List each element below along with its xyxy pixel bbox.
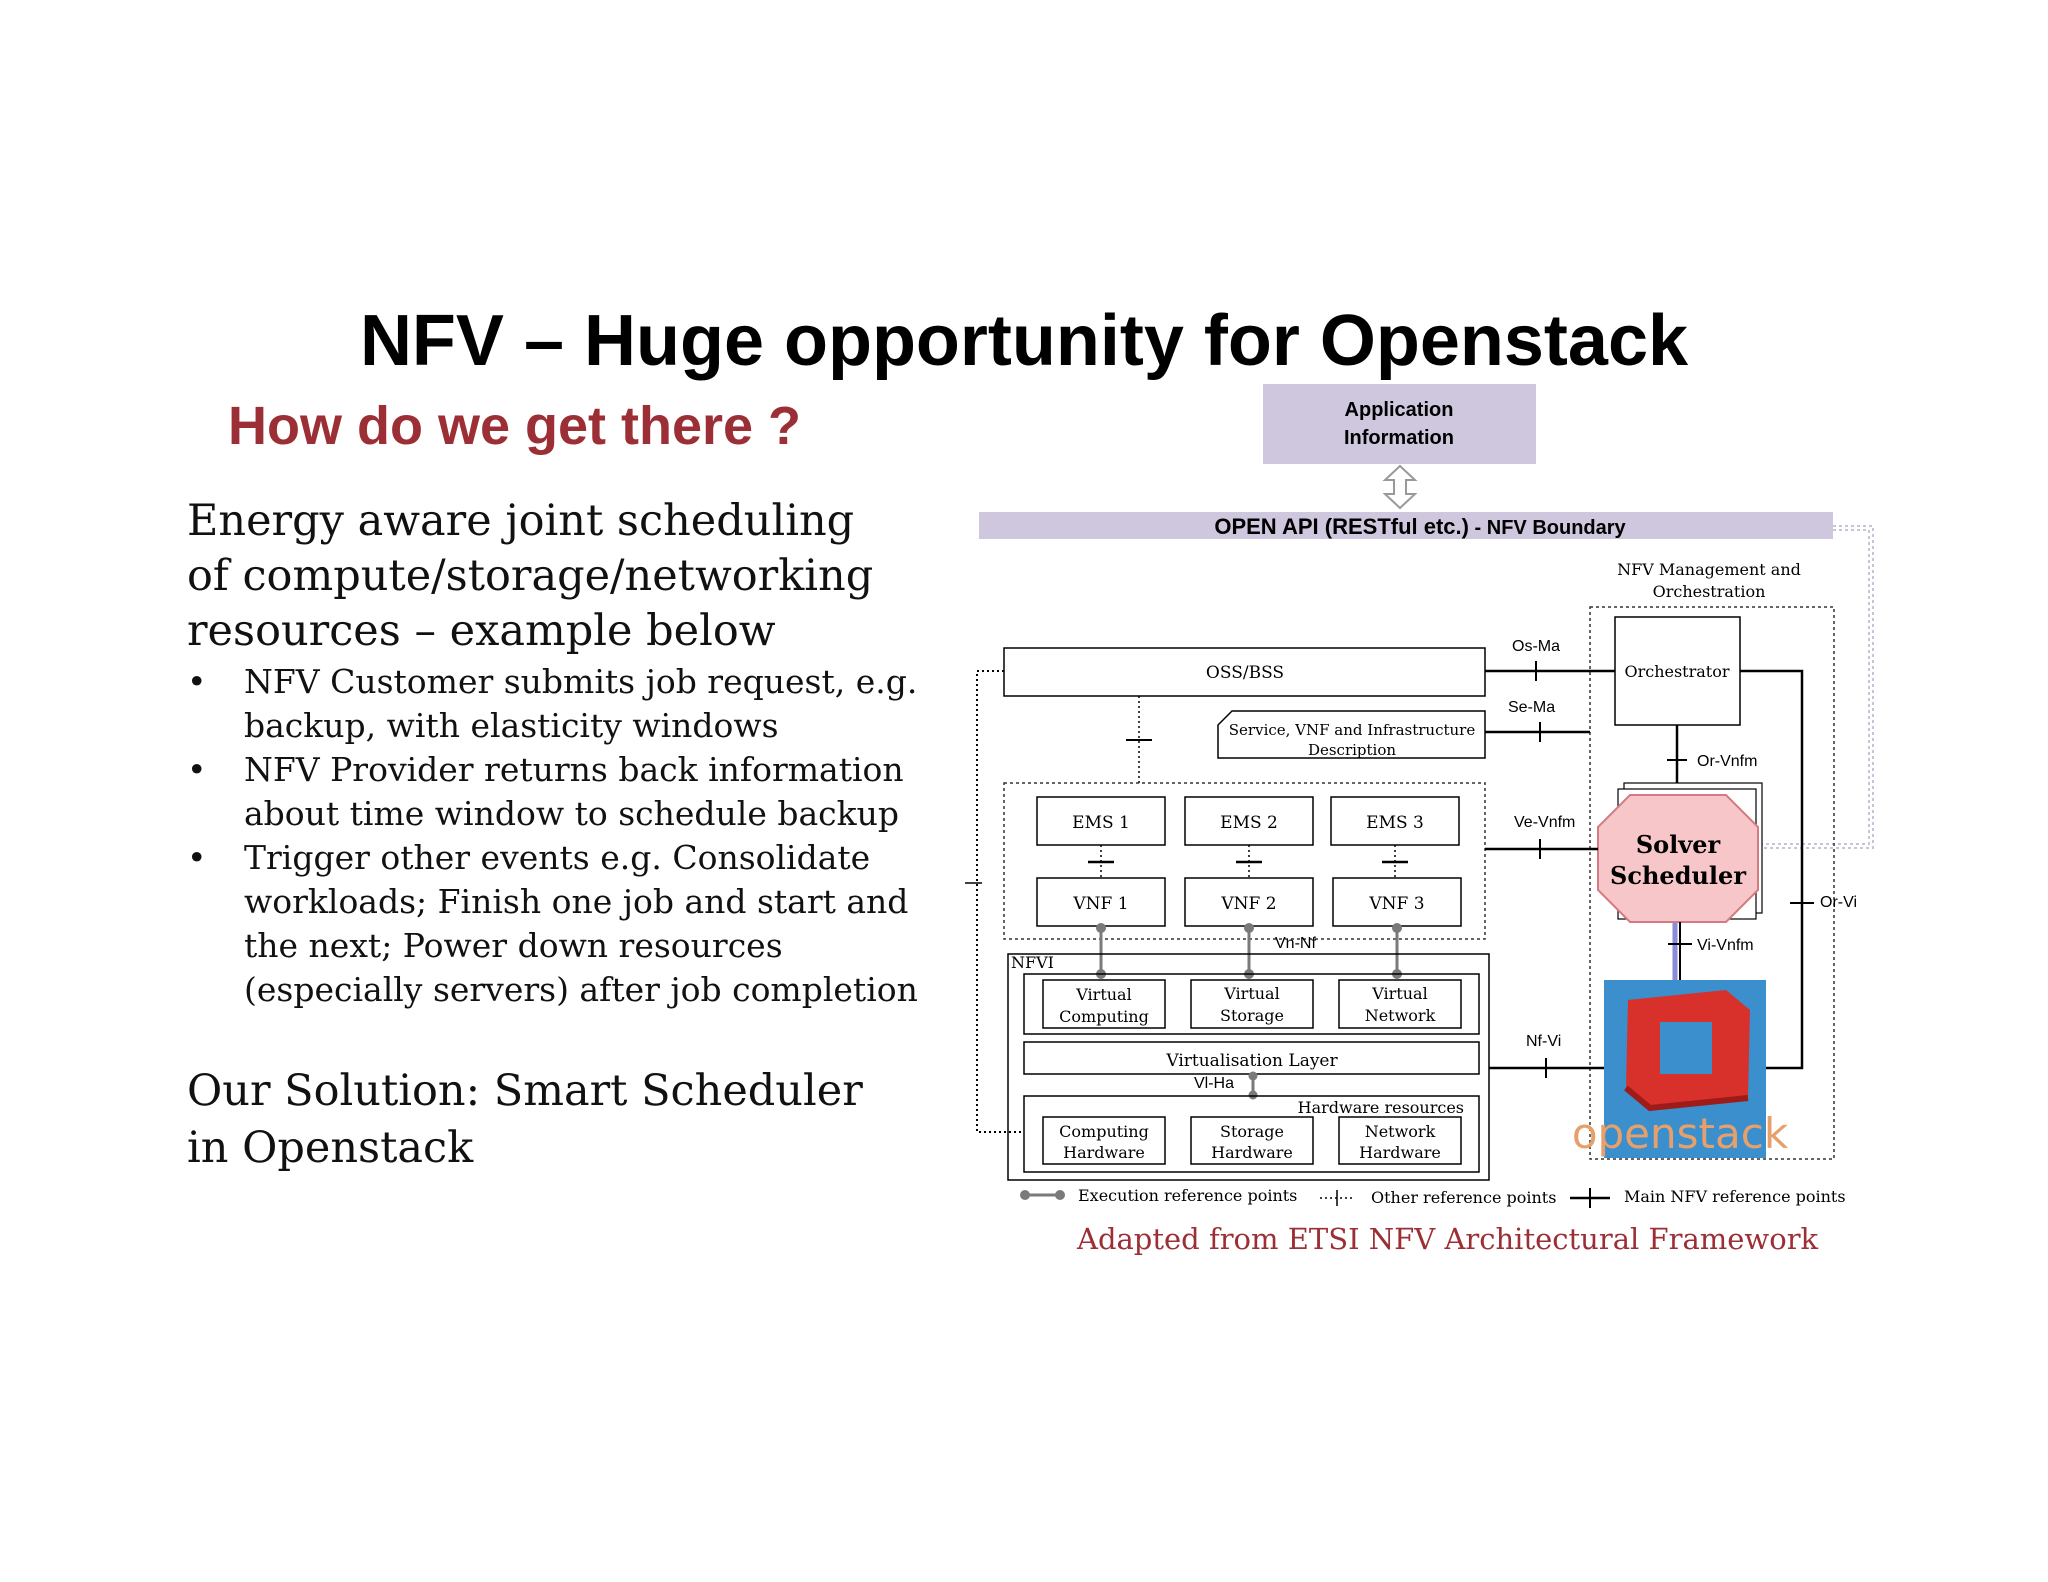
- storage-hardware-label-1: Storage: [1220, 1122, 1284, 1141]
- vnf-label: VNF 1: [1072, 894, 1128, 914]
- bullet-list: • NFV Customer submits job request, e.g.…: [187, 660, 947, 1012]
- service-desc-label-1: Service, VNF and Infrastructure: [1229, 721, 1476, 739]
- virtual-computing-box: [1042, 979, 1166, 1029]
- os-ma-label: Os-Ma: [1512, 638, 1560, 655]
- solver-label-2: Scheduler: [1610, 861, 1746, 890]
- diagram-caption: Adapted from ETSI NFV Architectural Fram…: [1077, 1222, 1819, 1256]
- app-info-label-2: Information: [1344, 427, 1454, 449]
- vi-vnfm-label: Vi-Vnfm: [1697, 937, 1754, 954]
- nf-vi-label: Nf-Vi: [1526, 1033, 1561, 1050]
- hardware-resources-box: [1023, 1095, 1480, 1173]
- double-arrow-icon: [1382, 464, 1418, 510]
- or-vnfm-label: Or-Vnfm: [1697, 753, 1757, 770]
- vnf-label: VNF 2: [1220, 894, 1276, 914]
- computing-hardware-label-1: Computing: [1059, 1122, 1149, 1141]
- legend-execution-icon: [1020, 1190, 1065, 1200]
- bullet-marker: •: [187, 750, 207, 789]
- service-desc-label-2: Description: [1308, 741, 1396, 759]
- ems-label: EMS 3: [1366, 813, 1424, 833]
- bullet-text: Trigger other events e.g. Consolidate wo…: [244, 838, 918, 1009]
- bullet-text: NFV Provider returns back information ab…: [244, 750, 904, 833]
- mano-label-1: NFV Management and: [1617, 560, 1801, 579]
- network-hardware-box: [1338, 1116, 1462, 1165]
- vl-ha-label: Vl-Ha: [1194, 1075, 1234, 1092]
- se-ma-label: Se-Ma: [1508, 699, 1555, 716]
- vl-ha-connector: [1248, 1071, 1258, 1100]
- bullet-marker: •: [187, 838, 207, 877]
- bullet-item: • NFV Customer submits job request, e.g.…: [187, 660, 947, 748]
- bullet-item: • NFV Provider returns back information …: [187, 748, 947, 836]
- computing-hardware-box: [1042, 1116, 1166, 1165]
- legend-other-label: Other reference points: [1371, 1188, 1556, 1207]
- vn-nf-connectors: [1096, 923, 1402, 979]
- mano-label-2: Orchestration: [1653, 582, 1766, 601]
- oss-nfvi-connector: [976, 670, 1024, 1133]
- orchestrator-label: Orchestrator: [1624, 662, 1729, 681]
- open-api-label: OPEN API (RESTful etc.) - NFV Boundary: [1214, 514, 1626, 539]
- app-info-box: [1263, 384, 1536, 464]
- vnf-box: [1332, 877, 1462, 927]
- storage-hardware-label-2: Hardware: [1211, 1143, 1293, 1162]
- bullet-item: • Trigger other events e.g. Consolidate …: [187, 836, 947, 1012]
- oss-bss-label: OSS/BSS: [1206, 663, 1284, 683]
- bullet-text: NFV Customer submits job request, e.g. b…: [244, 662, 918, 745]
- virtual-storage-label-2: Storage: [1220, 1006, 1284, 1025]
- virtual-computing-label-1: Virtual: [1075, 985, 1131, 1004]
- legend: Execution reference points Other referen…: [1020, 1186, 1846, 1208]
- virtual-storage-box: [1190, 979, 1314, 1029]
- open-api-bold: OPEN API (RESTful etc.): [1214, 514, 1469, 539]
- ems-box: [1036, 796, 1166, 846]
- or-vi-label: Or-Vi: [1820, 894, 1857, 911]
- ems-label: EMS 1: [1072, 813, 1130, 833]
- virtual-computing-label-2: Computing: [1059, 1007, 1149, 1026]
- solver-label-1: Solver: [1636, 830, 1721, 859]
- open-api-rest: - NFV Boundary: [1469, 517, 1627, 539]
- vnf-box: [1184, 877, 1314, 927]
- nfvi-label: NFVI: [1011, 953, 1054, 972]
- slide-title: NFV – Huge opportunity for Openstack: [359, 301, 1689, 381]
- hardware-resources-label: Hardware resources: [1298, 1098, 1464, 1117]
- openstack-wordmark: openstack: [1572, 1109, 1789, 1158]
- openstack-logo-icon: openstack: [1572, 980, 1789, 1158]
- ems-box: [1184, 796, 1314, 846]
- ems-label: EMS 2: [1220, 813, 1278, 833]
- virtualisation-layer-box: [1023, 1041, 1480, 1075]
- storage-hardware-box: [1190, 1116, 1314, 1165]
- virtualisation-layer-label: Virtualisation Layer: [1165, 1051, 1338, 1071]
- bullet-marker: •: [187, 662, 207, 701]
- ems-vnf-connectors: [1088, 845, 1408, 878]
- virtual-network-label-2: Network: [1365, 1006, 1436, 1025]
- ve-vnfm-label: Ve-Vnfm: [1514, 814, 1575, 831]
- vnf-box: [1036, 877, 1166, 927]
- legend-main-label: Main NFV reference points: [1624, 1187, 1846, 1206]
- network-hardware-label-1: Network: [1365, 1122, 1436, 1141]
- legend-execution-label: Execution reference points: [1078, 1186, 1297, 1205]
- api-solver-connector: [1758, 525, 1874, 849]
- vn-nf-label: Vn-Nf: [1275, 935, 1316, 952]
- virtual-network-box: [1338, 979, 1462, 1029]
- legend-main-icon: [1570, 1188, 1610, 1208]
- virtual-storage-label-1: Virtual: [1223, 984, 1279, 1003]
- open-api-bar: [979, 512, 1833, 539]
- vnf-domain-box: [1003, 782, 1486, 940]
- virtual-network-label-1: Virtual: [1371, 984, 1427, 1003]
- mano-box: [1589, 606, 1835, 1160]
- solution-text: Our Solution: Smart Scheduler in Opensta…: [187, 1066, 863, 1173]
- or-vi-line: [1740, 669, 1804, 1070]
- intro-text: Energy aware joint scheduling of compute…: [187, 496, 874, 656]
- legend-other-icon: [1320, 1190, 1355, 1206]
- vnf-label: VNF 3: [1368, 894, 1424, 914]
- virtual-resources-box: [1023, 973, 1480, 1035]
- network-hardware-label-2: Hardware: [1359, 1143, 1441, 1162]
- service-desc-box: [1217, 710, 1486, 759]
- orchestrator-box: [1614, 616, 1741, 726]
- computing-hardware-label-2: Hardware: [1063, 1143, 1145, 1162]
- slide-subtitle: How do we get there ?: [228, 396, 802, 456]
- app-info-label-1: Application: [1345, 399, 1454, 421]
